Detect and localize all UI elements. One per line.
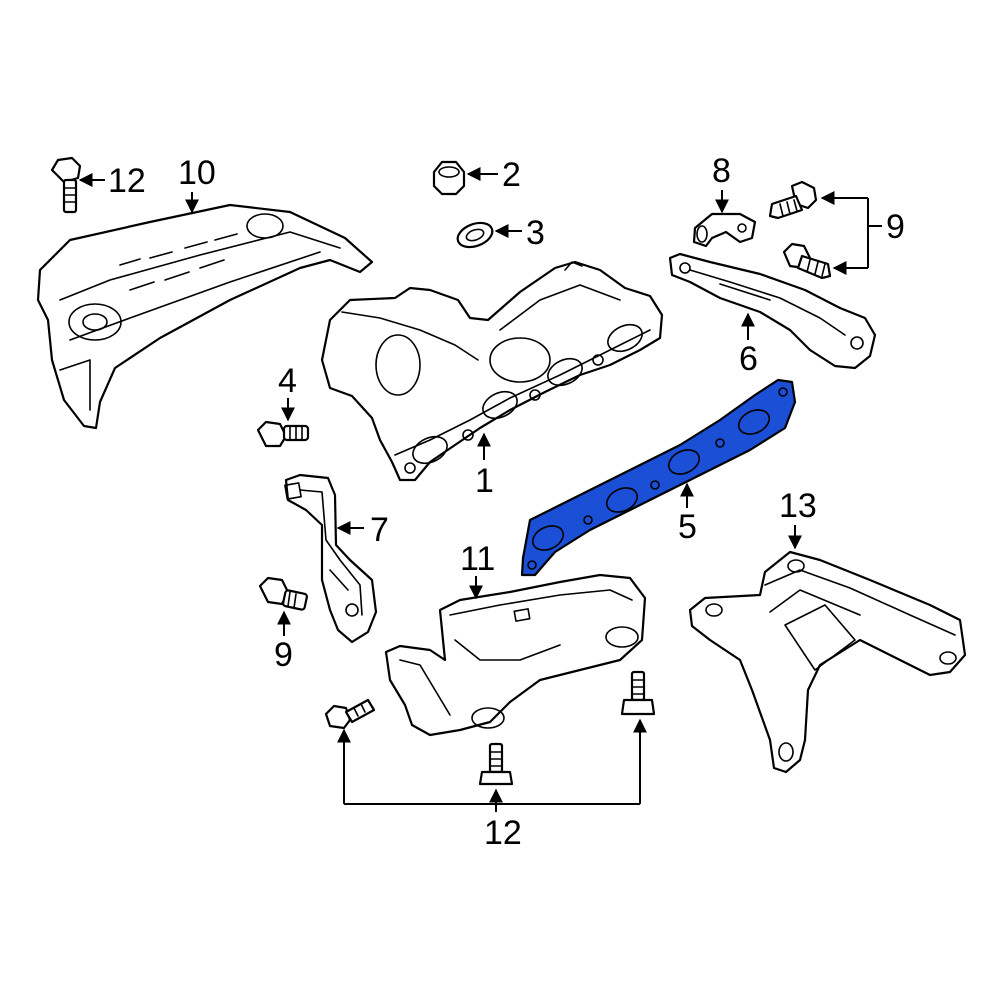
callout-2: 2: [502, 156, 521, 194]
callout-9-right: 9: [886, 208, 905, 246]
callout-12-bottom: 12: [484, 814, 522, 852]
part-12-bolt-bottom-right[interactable]: [620, 670, 656, 716]
part-12-bolt-top-left[interactable]: [50, 156, 82, 214]
part-4-bolt[interactable]: [256, 420, 310, 448]
part-12-bolt-bottom-left[interactable]: [324, 698, 376, 730]
part-12-bolt-bottom-middle[interactable]: [478, 742, 514, 786]
callout-6: 6: [739, 340, 758, 378]
callout-10: 10: [178, 154, 216, 192]
part-3-gasket-ring[interactable]: [454, 219, 495, 252]
leader-lines: [78, 167, 882, 812]
callout-9-left: 9: [274, 636, 293, 674]
callout-3: 3: [526, 214, 545, 252]
callout-11: 11: [460, 540, 495, 578]
part-10-upper-heat-shield[interactable]: [36, 203, 374, 430]
part-9-bolt-upper[interactable]: [768, 180, 818, 220]
callout-7: 7: [370, 511, 389, 549]
callout-5: 5: [678, 508, 697, 546]
part-7-bracket[interactable]: [284, 473, 378, 644]
part-5-manifold-gasket[interactable]: [520, 378, 797, 577]
part-1-exhaust-manifold[interactable]: [320, 260, 664, 482]
part-11-lower-heat-shield[interactable]: [384, 573, 647, 737]
part-2-nut[interactable]: [432, 160, 466, 196]
callout-12-top: 12: [108, 162, 146, 200]
callout-8: 8: [712, 152, 731, 190]
part-6-support-bracket[interactable]: [668, 252, 877, 370]
callout-4: 4: [278, 362, 297, 400]
callout-13: 13: [779, 487, 817, 525]
part-13-support-bracket[interactable]: [688, 550, 967, 774]
part-9-bolt-lower[interactable]: [782, 242, 832, 280]
part-8-bracket[interactable]: [692, 212, 757, 248]
callout-1: 1: [475, 462, 494, 500]
part-9-bolt-left[interactable]: [258, 576, 308, 611]
